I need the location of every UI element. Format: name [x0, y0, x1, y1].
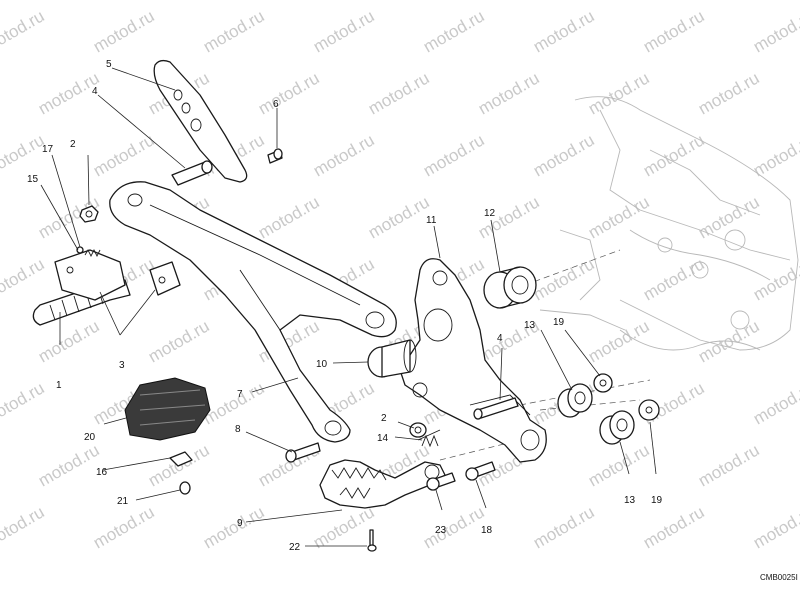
- bushing-washer-upper: [557, 373, 613, 418]
- part-number-labels: 1 2 2 3 4 4 5 6 7 8 9 10 11 12 13 13 14 …: [27, 59, 663, 553]
- bolt-8: [285, 442, 321, 463]
- label-part-2-lower: 2: [381, 413, 387, 424]
- label-part-8: 8: [235, 424, 241, 435]
- label-part-19-lower: 19: [651, 495, 663, 506]
- label-part-9: 9: [237, 518, 243, 529]
- pin-18: [465, 461, 496, 481]
- pivot-pin-right: [473, 397, 519, 420]
- nut-lower: [409, 422, 427, 438]
- label-part-18: 18: [481, 525, 493, 536]
- plate-nut: [169, 451, 193, 467]
- pivot-pin-upper: [171, 160, 213, 186]
- label-part-6: 6: [273, 99, 279, 110]
- label-part-23: 23: [435, 525, 447, 536]
- label-part-17: 17: [42, 144, 54, 155]
- bushing-10: [367, 339, 417, 378]
- screw-22: [367, 529, 377, 552]
- return-spring: [417, 429, 441, 448]
- label-part-4-right: 4: [497, 333, 503, 344]
- label-part-20: 20: [84, 432, 96, 443]
- label-part-22: 22: [289, 542, 301, 553]
- label-part-13-upper: 13: [524, 320, 536, 331]
- footpeg-bracket-arm: [109, 181, 397, 443]
- label-part-19-upper: 19: [553, 317, 565, 328]
- label-part-4-upper: 4: [92, 86, 98, 97]
- folding-footpeg: [319, 459, 446, 509]
- label-part-12: 12: [484, 208, 496, 219]
- screw-6: [267, 148, 283, 164]
- drawing-code: CMB0025I: [760, 573, 798, 582]
- label-part-13-lower: 13: [624, 495, 636, 506]
- footpeg-bracket-plates: [54, 249, 181, 301]
- heel-guard-plate: [153, 59, 248, 183]
- leader-lines: [40, 67, 657, 547]
- pin-23: [426, 472, 456, 491]
- label-part-1: 1: [56, 380, 62, 391]
- label-part-11: 11: [426, 215, 437, 226]
- label-part-16: 16: [96, 467, 108, 478]
- bushing-washer-lower: [599, 399, 660, 445]
- footrest-mount: [399, 258, 547, 463]
- label-part-10: 10: [316, 359, 328, 370]
- label-part-21: 21: [117, 496, 129, 507]
- engine-ghost-outline: [539, 96, 799, 351]
- label-part-5: 5: [106, 59, 112, 70]
- bushing-12: [483, 266, 537, 309]
- label-part-15: 15: [27, 174, 39, 185]
- rubber-insert: [124, 377, 211, 441]
- label-part-3: 3: [119, 360, 125, 371]
- nut-upper: [79, 205, 99, 223]
- label-part-2-upper: 2: [70, 139, 76, 150]
- grommet: [179, 481, 191, 495]
- label-part-7: 7: [237, 389, 243, 400]
- label-part-14: 14: [377, 433, 389, 444]
